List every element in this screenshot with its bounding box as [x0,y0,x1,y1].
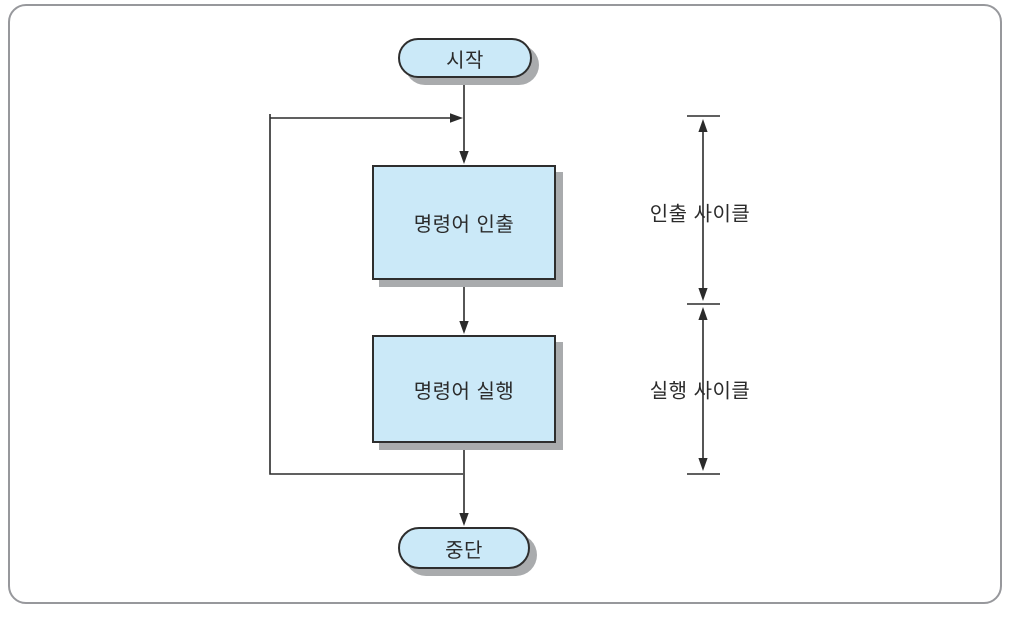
halt-terminal: 중단 [398,527,530,569]
fetch-cycle-label: 인출 사이클 [649,203,751,226]
halt-terminal-label: 중단 [445,539,483,562]
process-box-fetch-label: 명령어 인출 [413,214,515,236]
process-box-execute: 명령어 실행 [372,335,556,443]
execute-cycle-label: 실행 사이클 [649,380,751,403]
start-terminal: 시작 [398,38,532,78]
process-box-execute-label: 명령어 실행 [413,380,515,403]
start-terminal-label: 시작 [446,49,484,72]
process-box-fetch: 명령어 인출 [372,165,556,280]
diagram-frame [8,4,1002,604]
